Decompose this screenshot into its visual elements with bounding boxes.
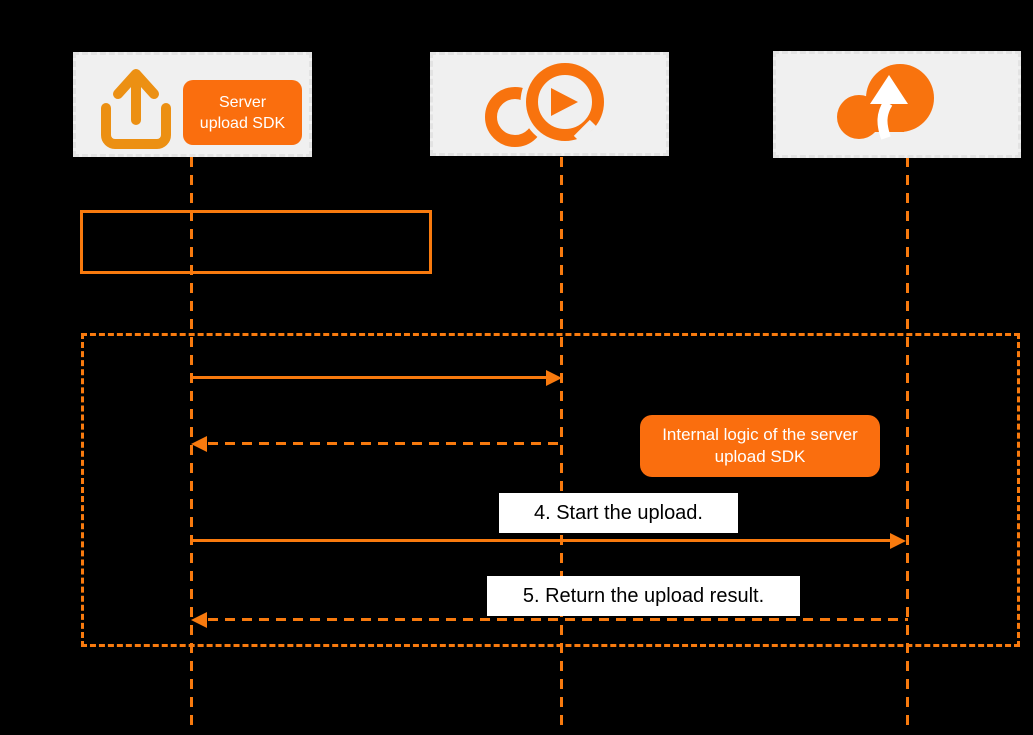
arrowhead-right-icon: [890, 533, 906, 549]
fragment-frame: [81, 333, 1020, 647]
arrowhead-right-icon: [546, 370, 562, 386]
message-line-4: [192, 539, 891, 542]
empty-activation-rect: [80, 210, 432, 274]
actor-box-apsaravideo-vod: [430, 52, 669, 156]
message-line-5: [208, 618, 908, 621]
cloud-play-icon: [477, 57, 622, 156]
lifeline-apsaravideo-vod: [560, 157, 563, 727]
actor-box-server-upload-sdk: Server upload SDK: [73, 52, 312, 157]
lifeline-cloud-storage: [906, 157, 909, 727]
message-label-return-result: 5. Return the upload result.: [487, 576, 800, 616]
internal-logic-note: Internal logic of the server upload SDK: [640, 415, 880, 477]
message-line-2: [208, 442, 561, 445]
cloud-upload-arrow-icon: [832, 56, 944, 159]
server-upload-sdk-badge: Server upload SDK: [183, 80, 302, 145]
message-label-start-upload: 4. Start the upload.: [499, 493, 738, 533]
actor-box-cloud-storage: [773, 51, 1021, 158]
arrowhead-left-icon: [191, 612, 207, 628]
arrowhead-left-icon: [191, 436, 207, 452]
message-line-1: [193, 376, 546, 379]
upload-tray-icon: [92, 58, 184, 155]
